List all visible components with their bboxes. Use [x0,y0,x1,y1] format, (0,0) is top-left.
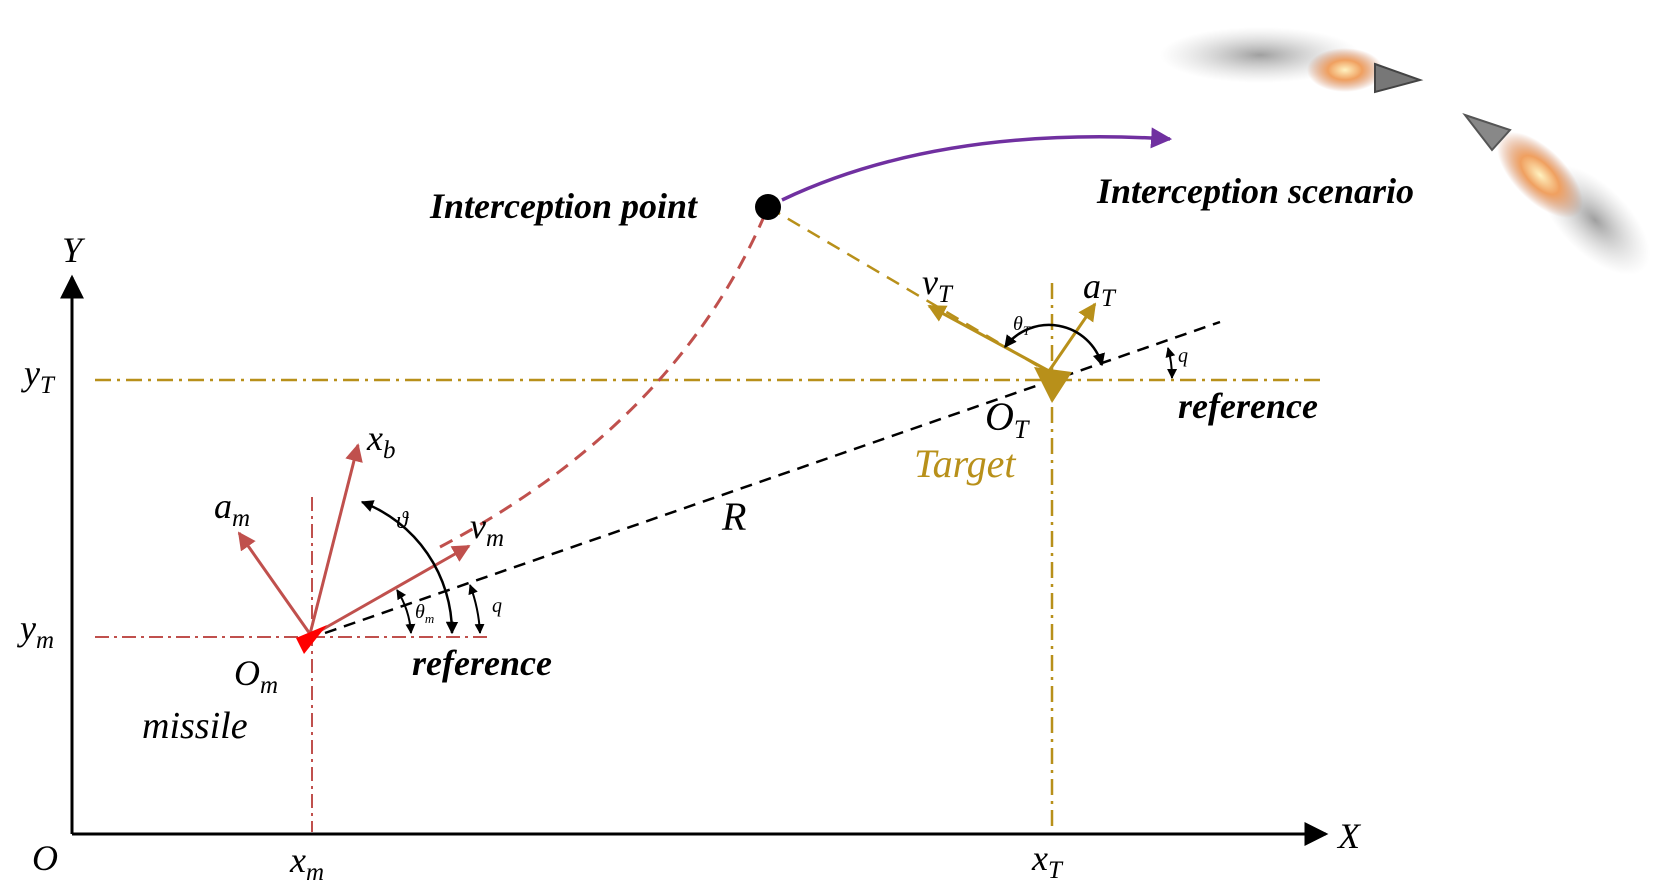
target-reference-label: reference [1178,386,1318,426]
theta-T-arc [1003,323,1105,367]
target-vectors [927,302,1097,403]
interception-point-marker [755,194,781,220]
theta-m-arc [396,589,416,634]
theta-T-label: θT [1013,313,1031,338]
body-angle-arc [360,500,459,635]
line-of-sight [324,320,1221,635]
x-T-tick-label: xT [1031,838,1064,884]
target-angle-arcs [1003,323,1178,379]
body-angle-label: ϑ [396,508,409,534]
coordinate-axes [60,274,1329,846]
y-axis-label: Y [62,230,86,270]
acceleration-vector-aT [1047,302,1097,372]
y-m-tick-label: ym [17,608,54,654]
target-trajectory [767,205,1051,375]
velocity-vector-vT [927,304,1050,373]
missile-point-label: Om [234,653,278,699]
interception-scenario-illustration [1160,27,1651,276]
los-label: R [721,494,746,539]
body-axis-vector-xb [308,443,363,635]
target-marker [1034,367,1072,403]
target-name-label: Target [914,441,1016,486]
missile-name-label: missile [142,705,248,747]
missile-reference-label: reference [412,643,552,683]
target-point-label: OT [985,394,1030,444]
target-q-arc [1165,347,1178,379]
origin-label: O [32,838,58,878]
reference-lines [95,283,1320,832]
lower-projectile [1462,113,1512,152]
missile-trajectory [439,206,770,549]
aT-label: aT [1083,266,1117,312]
x-m-tick-label: xm [289,840,324,886]
interception-scenario-arrow [781,127,1173,202]
missile-q-label: q [492,595,502,617]
upper-flame [1307,48,1383,92]
vT-label: vT [922,262,954,308]
lower-flame [1496,131,1584,219]
xb-label: xb [366,418,395,464]
interception-point-label: Interception point [429,186,698,226]
missile-marker [296,625,327,654]
theta-m-label: θm [415,601,434,626]
missile-q-arc [468,584,485,634]
upper-projectile [1374,62,1424,94]
am-label: am [214,486,250,532]
y-T-tick-label: yT [21,353,56,399]
x-axis-label: X [1336,816,1362,856]
vm-label: vm [470,506,504,552]
target-q-label: q [1178,345,1188,367]
missile-angle-arcs [360,500,485,635]
acceleration-vector-am [237,531,312,635]
interception-scenario-label: Interception scenario [1096,171,1414,211]
